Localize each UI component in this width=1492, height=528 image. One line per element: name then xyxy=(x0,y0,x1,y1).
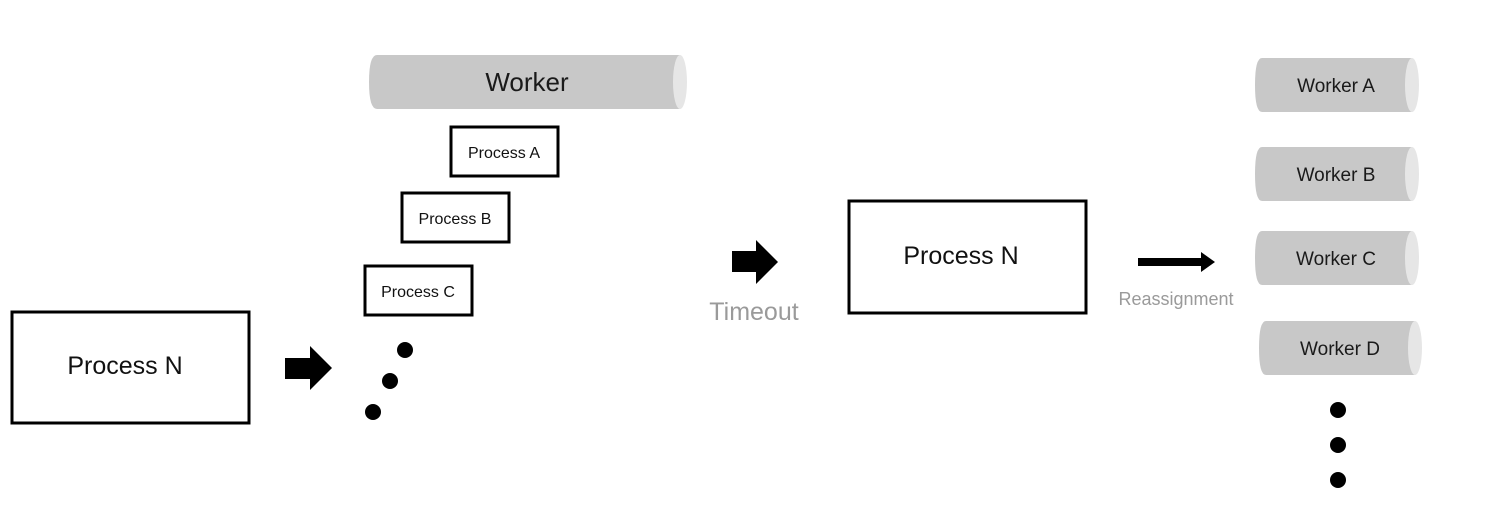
worker-cylinder: Worker C xyxy=(1255,231,1419,285)
timeout-label: Timeout xyxy=(709,298,798,326)
queued-process-box: Process A xyxy=(449,125,560,178)
worker-a-end-cap xyxy=(1405,58,1419,112)
worker-bar-end-cap xyxy=(673,55,687,109)
worker-cylinder: Worker D xyxy=(1259,321,1422,375)
worker-b-end-cap xyxy=(1405,147,1419,201)
queued-process-a-label: Process A xyxy=(468,145,540,162)
left-process-rect xyxy=(10,310,251,425)
ellipsis-dots-diagonal xyxy=(365,342,413,420)
worker-c-body xyxy=(1255,231,1412,285)
worker-bar: Worker xyxy=(369,55,687,109)
queued-process-box: Process B xyxy=(400,191,511,244)
queued-process-b-rect xyxy=(400,191,511,244)
worker-d-body xyxy=(1259,321,1415,375)
ellipsis-dot xyxy=(1330,402,1346,418)
worker-d-label: Worker D xyxy=(1300,339,1380,360)
ellipsis-dot xyxy=(382,373,398,389)
queued-process-c-label: Process C xyxy=(381,284,455,301)
center-process-label: Process N xyxy=(903,242,1018,270)
worker-bar-label: Worker xyxy=(485,67,569,97)
center-process-box: Process N xyxy=(847,199,1088,315)
left-process-label: Process N xyxy=(67,352,182,380)
arrow-right-icon xyxy=(732,240,778,284)
worker-b-body xyxy=(1255,147,1412,201)
worker-b-label: Worker B xyxy=(1297,165,1376,186)
ellipsis-dot xyxy=(1330,472,1346,488)
worker-d-end-cap xyxy=(1408,321,1422,375)
reassignment-label: Reassignment xyxy=(1118,289,1233,309)
left-process-box: Process N xyxy=(10,310,251,425)
arrow-right-icon xyxy=(1138,252,1215,272)
ellipsis-dot xyxy=(365,404,381,420)
ellipsis-dots-vertical xyxy=(1330,402,1346,488)
worker-c-end-cap xyxy=(1405,231,1419,285)
queued-process-a-rect xyxy=(449,125,560,178)
queued-process-box: Process C xyxy=(363,264,474,317)
worker-a-body xyxy=(1255,58,1412,112)
arrow-right-icon xyxy=(285,346,332,390)
queued-process-c-rect xyxy=(363,264,474,317)
worker-cylinder: Worker B xyxy=(1255,147,1419,201)
worker-a-label: Worker A xyxy=(1297,76,1375,97)
ellipsis-dot xyxy=(397,342,413,358)
center-process-rect xyxy=(847,199,1088,315)
worker-bar-body xyxy=(369,55,680,109)
worker-cylinder: Worker A xyxy=(1255,58,1419,112)
worker-c-label: Worker C xyxy=(1296,249,1376,270)
ellipsis-dot xyxy=(1330,437,1346,453)
queued-process-b-label: Process B xyxy=(419,211,492,228)
